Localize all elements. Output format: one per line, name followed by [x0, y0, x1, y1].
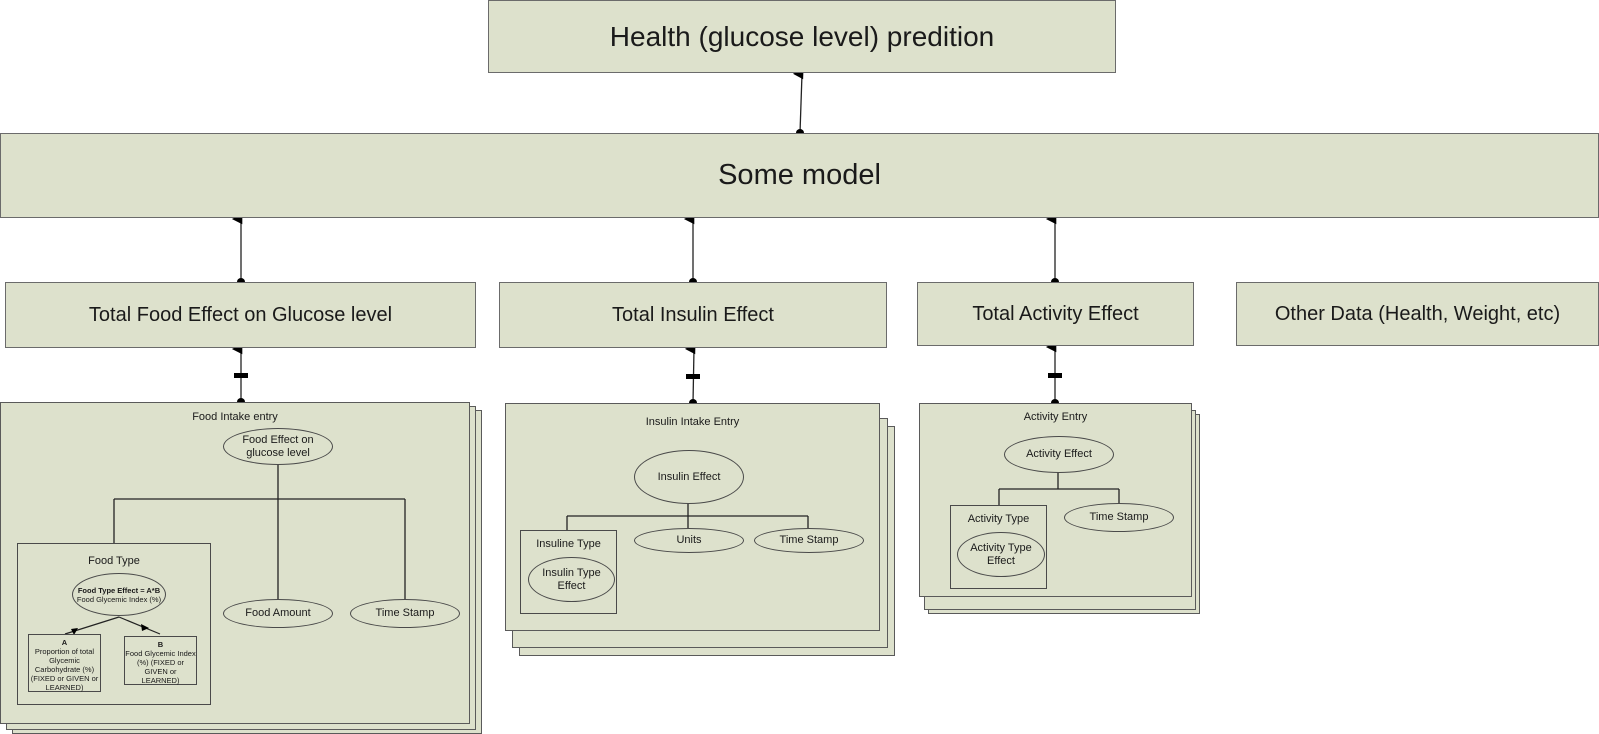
prediction-node[interactable]: Health (glucose level) predition	[488, 0, 1116, 73]
factor-b-text: Food Glycemic Index (%) (FIXED or GIVEN …	[125, 649, 196, 685]
factor-b-box[interactable]: B Food Glycemic Index (%) (FIXED or GIVE…	[124, 636, 197, 685]
other-data-label: Other Data (Health, Weight, etc)	[1274, 302, 1561, 325]
model-label: Some model	[718, 159, 881, 191]
activity-entry-container[interactable]: Activity Entry Activity Effect Time Stam…	[919, 403, 1192, 597]
food-entry-title: Food Intake entry	[192, 411, 278, 423]
insulin-effect-label: Total Insulin Effect	[612, 303, 774, 326]
factor-a-text: Proportion of total Glycemic Carbohydrat…	[30, 647, 99, 692]
activity-effect-ellipse[interactable]: Activity Effect	[1004, 436, 1114, 473]
food-effect-ellipse[interactable]: Food Effect on glucose level	[223, 428, 333, 465]
insulin-timestamp-ellipse[interactable]: Time Stamp	[754, 528, 864, 553]
multiplicity-marker	[686, 374, 700, 379]
food-type-effect-ellipse[interactable]: Food Type Effect = A*B Food Glycemic Ind…	[72, 573, 166, 616]
prediction-label: Health (glucose level) predition	[609, 20, 995, 52]
food-type-box[interactable]: Food Type Food Type Effect = A*B Food Gl…	[17, 543, 211, 705]
insulin-effect-ellipse[interactable]: Insulin Effect	[634, 450, 744, 504]
insulin-type-title: Insuline Type	[536, 538, 601, 550]
food-type-effect-sub: Food Glycemic Index (%)	[76, 594, 162, 604]
factor-b-key: B	[157, 640, 164, 649]
food-amount-ellipse[interactable]: Food Amount	[223, 599, 333, 628]
factor-a-key: A	[61, 638, 68, 647]
food-effect-node[interactable]: Total Food Effect on Glucose level	[5, 282, 476, 348]
edge-model-to-top	[792, 68, 804, 134]
multiplicity-marker	[234, 373, 248, 378]
insulin-type-effect-ellipse[interactable]: Insulin Type Effect	[528, 557, 615, 602]
activity-effect-node[interactable]: Total Activity Effect	[917, 282, 1194, 346]
activity-type-effect-ellipse[interactable]: Activity Type Effect	[957, 532, 1045, 577]
food-entry-container[interactable]: Food Intake entry Food Effect on glucose…	[0, 402, 470, 724]
food-timestamp-ellipse[interactable]: Time Stamp	[350, 599, 460, 628]
activity-type-box[interactable]: Activity Type Activity Type Effect	[950, 505, 1047, 589]
factor-a-box[interactable]: A Proportion of total Glycemic Carbohydr…	[28, 634, 101, 692]
edge-insulinentry-to-insulin	[684, 343, 696, 404]
food-type-title: Food Type	[88, 555, 140, 567]
food-type-effect-formula: Food Type Effect = A*B	[77, 585, 161, 595]
multiplicity-marker	[1048, 373, 1062, 378]
model-node[interactable]: Some model	[0, 133, 1599, 218]
food-effect-label: Total Food Effect on Glucose level	[88, 303, 393, 326]
insulin-effect-node[interactable]: Total Insulin Effect	[499, 282, 887, 348]
units-ellipse[interactable]: Units	[634, 528, 744, 553]
activity-timestamp-ellipse[interactable]: Time Stamp	[1064, 503, 1174, 532]
other-data-node[interactable]: Other Data (Health, Weight, etc)	[1236, 282, 1599, 346]
activity-type-title: Activity Type	[967, 513, 1030, 525]
activity-entry-title: Activity Entry	[1023, 411, 1088, 423]
activity-effect-label: Total Activity Effect	[972, 302, 1139, 325]
insulin-type-box[interactable]: Insuline Type Insulin Type Effect	[520, 530, 617, 614]
insulin-entry-title: Insulin Intake Entry	[645, 416, 740, 428]
insulin-entry-container[interactable]: Insulin Intake Entry Insulin Effect Unit…	[505, 403, 880, 631]
